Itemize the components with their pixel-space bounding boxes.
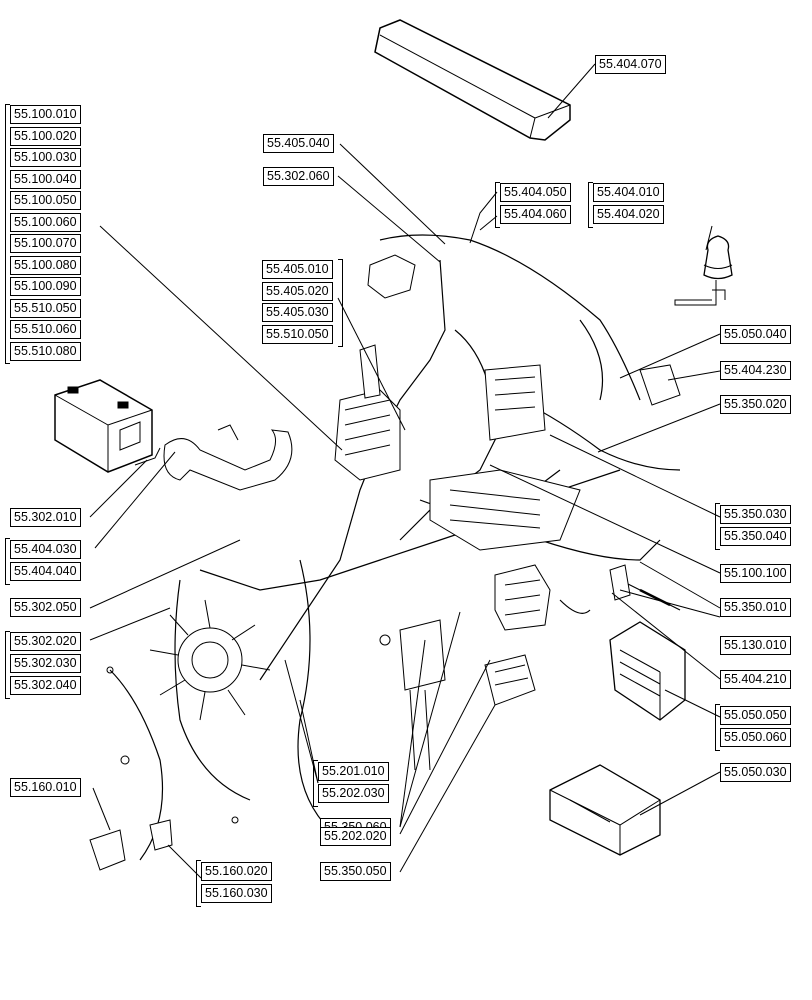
callout-55-350-050: 55.350.050: [320, 862, 391, 881]
callout-55-050-050: 55.050.050: [720, 706, 791, 725]
callout-group-404-010: [588, 182, 593, 228]
callout-55-404-050: 55.404.050: [500, 183, 571, 202]
beacon-lamp: [674, 235, 733, 306]
callout-55-100-020: 55.100.020: [10, 127, 81, 146]
callout-group-050-050: [715, 704, 720, 751]
callout-55-404-020: 55.404.020: [593, 205, 664, 224]
callout-55-404-210: 55.404.210: [720, 670, 791, 689]
callout-55-405-040: 55.405.040: [263, 134, 334, 153]
cab-bracket: [163, 424, 293, 491]
callout-55-405-030: 55.405.030: [262, 303, 333, 322]
callout-55-404-070: 55.404.070: [595, 55, 666, 74]
callout-group-405: [338, 259, 343, 347]
callout-group-404-050: [495, 182, 500, 228]
callout-55-160-010: 55.160.010: [10, 778, 81, 797]
callout-55-201-010: 55.201.010: [318, 762, 389, 781]
callout-group-350-030: [715, 503, 720, 550]
sensor-connectors: [89, 634, 391, 871]
callout-55-302-050: 55.302.050: [10, 598, 81, 617]
callout-55-302-010: 55.302.010: [10, 508, 81, 527]
callout-group-160-020: [196, 860, 201, 907]
callout-55-405-020: 55.405.020: [262, 282, 333, 301]
callout-55-050-040: 55.050.040: [720, 325, 791, 344]
callout-55-510-080: 55.510.080: [10, 342, 81, 361]
callout-55-404-060: 55.404.060: [500, 205, 571, 224]
callout-group-302-020: [5, 631, 10, 699]
callout-55-100-050: 55.100.050: [10, 191, 81, 210]
relay-box: [484, 654, 536, 706]
leader-lines: [89, 63, 721, 879]
control-module-center: [334, 364, 581, 551]
callout-55-404-010: 55.404.010: [593, 183, 664, 202]
callout-55-100-080: 55.100.080: [10, 256, 81, 275]
callout-55-510-050: 55.510.050: [10, 299, 81, 318]
callout-55-100-040: 55.100.040: [10, 170, 81, 189]
callout-group-left-bracket: [5, 104, 10, 364]
callout-group-201-010: [313, 760, 318, 807]
main-harness: [109, 234, 681, 861]
lamp-housing: [609, 621, 686, 721]
callout-55-160-020: 55.160.020: [201, 862, 272, 881]
callout-55-160-030: 55.160.030: [201, 884, 272, 903]
callout-55-510-050-cab: 55.510.050: [262, 325, 333, 344]
callout-55-100-060: 55.100.060: [10, 213, 81, 232]
callout-55-100-100: 55.100.100: [720, 564, 791, 583]
callout-55-350-040: 55.350.040: [720, 527, 791, 546]
callout-55-302-020: 55.302.020: [10, 632, 81, 651]
callout-55-404-230: 55.404.230: [720, 361, 791, 380]
callout-55-350-020: 55.350.020: [720, 395, 791, 414]
callout-55-404-030: 55.404.030: [10, 540, 81, 559]
callout-55-100-070: 55.100.070: [10, 234, 81, 253]
callout-55-100-090: 55.100.090: [10, 277, 81, 296]
callout-55-302-030: 55.302.030: [10, 654, 81, 673]
callout-55-302-060: 55.302.060: [263, 167, 334, 186]
callout-55-302-040: 55.302.040: [10, 676, 81, 695]
callout-55-510-060: 55.510.060: [10, 320, 81, 339]
callout-55-050-030: 55.050.030: [720, 763, 791, 782]
callout-55-350-010: 55.350.010: [720, 598, 791, 617]
callout-55-405-010: 55.405.010: [262, 260, 333, 279]
callout-55-202-030: 55.202.030: [318, 784, 389, 803]
battery: [54, 379, 161, 473]
callout-55-130-010: 55.130.010: [720, 636, 791, 655]
callout-55-100-010: 55.100.010: [10, 105, 81, 124]
callout-55-100-030: 55.100.030: [10, 148, 81, 167]
callout-55-404-040: 55.404.040: [10, 562, 81, 581]
control-unit-box: [549, 764, 661, 856]
callout-55-350-030: 55.350.030: [720, 505, 791, 524]
callout-55-050-060: 55.050.060: [720, 728, 791, 747]
cooling-fan: [149, 599, 271, 721]
callout-55-202-020: 55.202.020: [320, 827, 391, 846]
roof-light-bar: [374, 19, 571, 141]
hydraulic-block: [494, 564, 551, 631]
cab-harness-top: [359, 254, 681, 607]
callout-group-404-030: [5, 538, 10, 585]
